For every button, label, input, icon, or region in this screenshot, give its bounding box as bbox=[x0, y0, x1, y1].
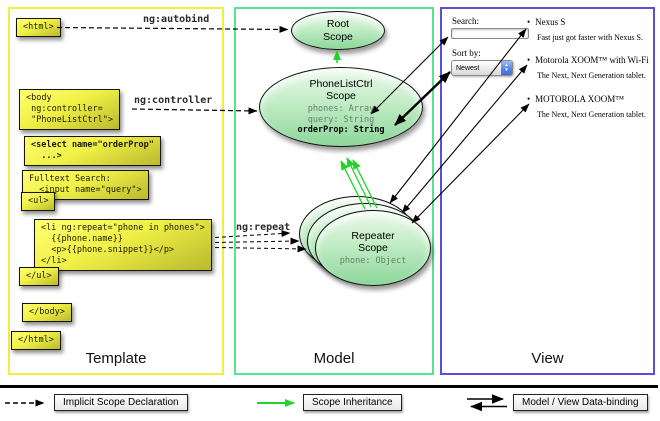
template-section-label: Template bbox=[85, 350, 147, 367]
code-html-open: <html> bbox=[16, 18, 61, 38]
ng-autobind-label: ng:autobind bbox=[143, 14, 210, 25]
ng-repeat-label: ng:repeat bbox=[236, 222, 291, 233]
phone-name: Motorola XOOM™ with Wi-Fi bbox=[535, 55, 649, 65]
legend-separator-line bbox=[0, 385, 658, 388]
root-scope-title: Root Scope bbox=[323, 18, 353, 43]
repeater-scope-title: Repeater Scope bbox=[351, 229, 395, 254]
sort-by-label: Sort by: bbox=[452, 48, 481, 58]
repeater-scope-ellipse-front: Repeater Scope phone: Object bbox=[315, 210, 431, 286]
repeater-scope-prop: phone: Object bbox=[339, 255, 407, 266]
phone-snippet: The Next, Next Generation tablet. bbox=[537, 110, 646, 119]
select-stepper-icon: ▲▼ bbox=[501, 61, 512, 75]
legend-data-binding: Model / View Data-binding bbox=[513, 394, 648, 411]
search-input[interactable] bbox=[451, 28, 529, 39]
phone-snippet: Fast just got faster with Nexus S. bbox=[537, 33, 643, 42]
code-ul-open: <ul> bbox=[21, 192, 56, 212]
bullet-icon: • bbox=[527, 55, 531, 65]
list-item-phone-2: • Motorola XOOM™ with Wi-Fi The Next, Nex… bbox=[527, 55, 653, 80]
model-section: Model bbox=[234, 7, 434, 375]
ng-controller-label: ng:controller bbox=[134, 95, 213, 106]
phonelistctrl-scope-orderprop: orderProp: String bbox=[297, 125, 385, 136]
view-section-label: View bbox=[531, 350, 564, 367]
list-item-phone-1: • Nexus S Fast just got faster with Nexus… bbox=[527, 17, 653, 42]
phone-name: MOTOROLA XOOM™ bbox=[535, 94, 625, 104]
list-item-phone-3: • MOTOROLA XOOM™ The Next, Next Generatio… bbox=[527, 94, 653, 119]
legend-scope-inheritance: Scope Inheritance bbox=[303, 394, 402, 411]
phonelistctrl-scope-title: PhoneListCtrl Scope bbox=[309, 78, 373, 103]
phonelistctrl-scope-ellipse: PhoneListCtrl Scope phones: Array query:… bbox=[259, 67, 423, 147]
code-body-open: <body ng:controller= "PhoneListCtrl"> bbox=[19, 89, 120, 131]
phone-snippet: The Next, Next Generation tablet. bbox=[537, 71, 646, 80]
sort-select[interactable]: Newest ▲▼ bbox=[451, 60, 513, 76]
legend-implicit-scope: Implicit Scope Declaration bbox=[54, 394, 188, 411]
code-ul-close: </ul> bbox=[19, 267, 59, 287]
search-label: Search: bbox=[452, 16, 479, 26]
bullet-icon: • bbox=[527, 17, 531, 27]
code-select: <select name="orderProp" ...> bbox=[24, 136, 161, 167]
code-body-close: </body> bbox=[22, 303, 72, 323]
phonelistctrl-scope-props: phones: Array query: String bbox=[307, 104, 375, 125]
sort-select-value: Newest bbox=[456, 64, 480, 72]
code-li-repeat: <li ng:repeat="phone in phones"> {{phone… bbox=[34, 219, 212, 272]
root-scope-ellipse: Root Scope bbox=[291, 11, 385, 50]
code-html-close: </html> bbox=[11, 331, 61, 351]
model-section-label: Model bbox=[313, 350, 355, 367]
phone-name: Nexus S bbox=[535, 17, 566, 27]
bullet-icon: • bbox=[527, 94, 531, 104]
